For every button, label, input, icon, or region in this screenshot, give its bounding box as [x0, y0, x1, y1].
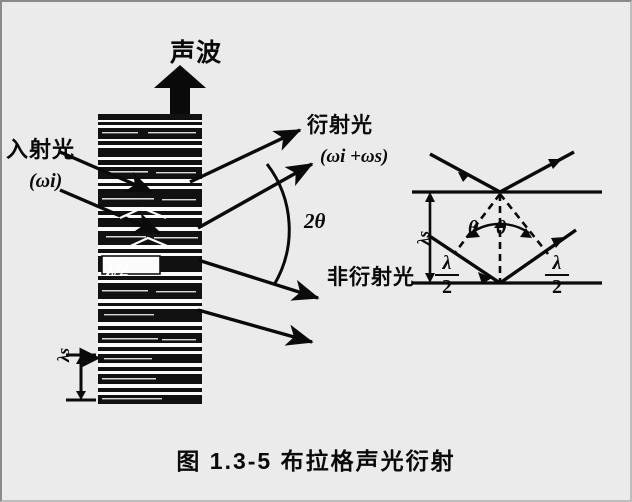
bragg-left-dashed: [452, 193, 502, 255]
lambda-half-label-box: [102, 256, 160, 274]
diffracted-light-frequency-label: (ωi +ωs): [320, 146, 389, 167]
figure-caption: 图 1.3-5 布拉格声光衍射: [176, 448, 456, 474]
incident-ray-lower: [59, 188, 162, 235]
theta-label-left: θ: [468, 217, 479, 239]
path-difference-label-right: λ 2: [542, 253, 572, 297]
bragg-incident-ray-bottom-arrowhead: [478, 272, 492, 284]
non-diffracted-light-label: 非衍射光: [327, 266, 415, 289]
bragg-incident-ray-bottom: [427, 233, 501, 285]
nondiffracted-ray-upper: [197, 258, 320, 301]
lambda-denominator-left: 2: [442, 276, 452, 298]
lambda-numerator-left: λ: [442, 252, 452, 274]
sound-wave-label: 声波: [170, 39, 223, 67]
path-difference-label-left: λ 2: [432, 253, 462, 297]
lambda-half-label-box-outline: [101, 255, 161, 275]
incident-light-label: 入射光: [6, 137, 76, 162]
incident-light-frequency-label: (ωi): [29, 170, 63, 192]
theta-arc-left-arrowhead: [468, 228, 480, 238]
theta-vertex-marker: [494, 220, 506, 228]
bragg-condition-detail: [412, 150, 602, 285]
acousto-optic-cell: [59, 65, 320, 404]
bragg-incident-ray-top: [429, 152, 501, 194]
theta-arc-right-arrowhead: [520, 228, 532, 238]
two-theta-label: 2θ: [304, 209, 326, 233]
acoustic-wavelength-label-left: λs: [54, 347, 73, 362]
bragg-reflected-ray-top-arrowhead: [548, 159, 562, 169]
theta-label-right: θ: [496, 217, 507, 239]
bragg-construction-lines: [452, 193, 550, 281]
lambda-numerator-right: λ: [552, 252, 562, 274]
diffracted-ray-upper: [189, 128, 302, 184]
bragg-right-dashed: [498, 193, 550, 255]
nondiffracted-ray-lower: [197, 308, 314, 346]
bragg-incident-ray-top-arrowhead: [458, 172, 470, 182]
acoustic-wavelength-label-right: λs: [414, 230, 433, 245]
lambda-denominator-right: 2: [552, 276, 562, 298]
diffracted-light-label: 衍射光: [307, 114, 373, 137]
lambda-s-measure-left: [66, 347, 101, 402]
internal-reflections: [119, 206, 173, 250]
bragg-reflected-ray-top: [499, 150, 575, 194]
fraction-bar-left: [435, 274, 459, 276]
fraction-bar-right: [545, 274, 569, 276]
bragg-reflected-ray-bottom-arrowhead: [551, 237, 565, 248]
grating-period-label: λ/2: [106, 260, 130, 281]
two-theta-arc: [265, 163, 291, 286]
diffracted-ray-lower: [197, 162, 314, 230]
incident-ray-upper: [59, 150, 154, 194]
sound-wave-arrow: [154, 65, 206, 114]
